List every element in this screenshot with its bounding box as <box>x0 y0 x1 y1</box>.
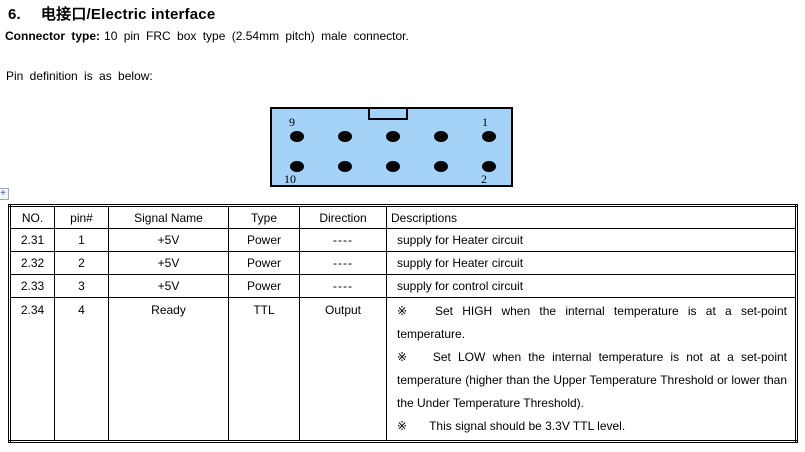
pin-dot <box>386 131 400 142</box>
header-type: Type <box>228 205 300 229</box>
pin-dot <box>290 131 304 142</box>
cell-type: TTL <box>228 297 300 442</box>
pin-definition-text: Pin definition is as below: <box>6 69 153 83</box>
table-row: 2.34 4 Ready TTL Output ※Set HIGH when t… <box>9 297 797 442</box>
pin-dot <box>482 161 496 172</box>
section-title: 电接口/Electric interface <box>40 6 216 23</box>
cell-no: 2.34 <box>9 297 55 442</box>
pin-dot <box>338 161 352 172</box>
pin-dot <box>434 161 448 172</box>
pin-dot <box>338 131 352 142</box>
cell-direction: Output <box>299 297 387 442</box>
pin-label-9: 9 <box>289 115 295 129</box>
cell-signal: +5V <box>108 274 229 298</box>
table-row: 2.31 1 +5V Power ---- supply for Heater … <box>9 228 797 252</box>
header-pin: pin# <box>54 205 109 229</box>
note-marker: ※ <box>397 304 413 318</box>
cell-description: supply for Heater circuit <box>386 228 797 252</box>
header-signal: Signal Name <box>108 205 229 229</box>
header-descriptions: Descriptions <box>386 205 797 229</box>
description-text: Set LOW when the internal temperature is… <box>397 350 787 410</box>
header-direction: Direction <box>299 205 387 229</box>
cell-description: supply for control circuit <box>386 274 797 298</box>
note-marker: ※ <box>397 350 411 364</box>
pin-dot <box>386 161 400 172</box>
cell-pin: 3 <box>54 274 109 298</box>
table-anchor-icon[interactable]: + <box>0 188 9 200</box>
pin-dot <box>434 131 448 142</box>
cell-signal: +5V <box>108 251 229 275</box>
table-header-row: NO. pin# Signal Name Type Direction Desc… <box>9 205 797 229</box>
table-row: 2.32 2 +5V Power ---- supply for Heater … <box>9 251 797 275</box>
pin-label-10: 10 <box>284 172 296 186</box>
description-paragraph: ※Set HIGH when the internal temperature … <box>397 300 787 346</box>
description-text: Set HIGH when the internal temperature i… <box>397 304 787 341</box>
pin-definition-table: NO. pin# Signal Name Type Direction Desc… <box>8 204 798 443</box>
cell-no: 2.33 <box>9 274 55 298</box>
cell-pin: 2 <box>54 251 109 275</box>
cell-description: supply for Heater circuit <box>386 251 797 275</box>
connector-type-line: Connector type:10 pin FRC box type (2.54… <box>5 29 409 43</box>
description-paragraph: ※Set LOW when the internal temperature i… <box>397 346 787 415</box>
cell-description: ※Set HIGH when the internal temperature … <box>386 297 797 442</box>
cell-no: 2.32 <box>9 251 55 275</box>
connector-diagram: 9 1 10 2 <box>270 107 513 187</box>
description-paragraph: ※ This signal should be 3.3V TTL level. <box>397 415 787 438</box>
cell-pin: 4 <box>54 297 109 442</box>
table-row: 2.33 3 +5V Power ---- supply for control… <box>9 274 797 298</box>
pin-label-2: 2 <box>481 172 487 186</box>
cell-type: Power <box>228 251 300 275</box>
cell-no: 2.31 <box>9 228 55 252</box>
cell-type: Power <box>228 274 300 298</box>
header-no: NO. <box>9 205 55 229</box>
cell-signal: +5V <box>108 228 229 252</box>
connector-notch <box>368 109 408 120</box>
pin-label-1: 1 <box>482 115 488 129</box>
section-heading: 6. 电接口/Electric interface <box>8 3 215 24</box>
section-number: 6. <box>8 6 21 23</box>
pin-dot <box>290 161 304 172</box>
cell-signal: Ready <box>108 297 229 442</box>
description-text: This signal should be 3.3V TTL level. <box>429 419 626 433</box>
cell-direction: ---- <box>299 274 387 298</box>
connector-type-value: 10 pin FRC box type (2.54mm pitch) male … <box>104 29 409 43</box>
connector-type-label: Connector type: <box>5 29 101 43</box>
cell-direction: ---- <box>299 251 387 275</box>
cell-direction: ---- <box>299 228 387 252</box>
cell-pin: 1 <box>54 228 109 252</box>
pin-dot <box>482 131 496 142</box>
note-marker: ※ <box>397 419 408 433</box>
cell-type: Power <box>228 228 300 252</box>
